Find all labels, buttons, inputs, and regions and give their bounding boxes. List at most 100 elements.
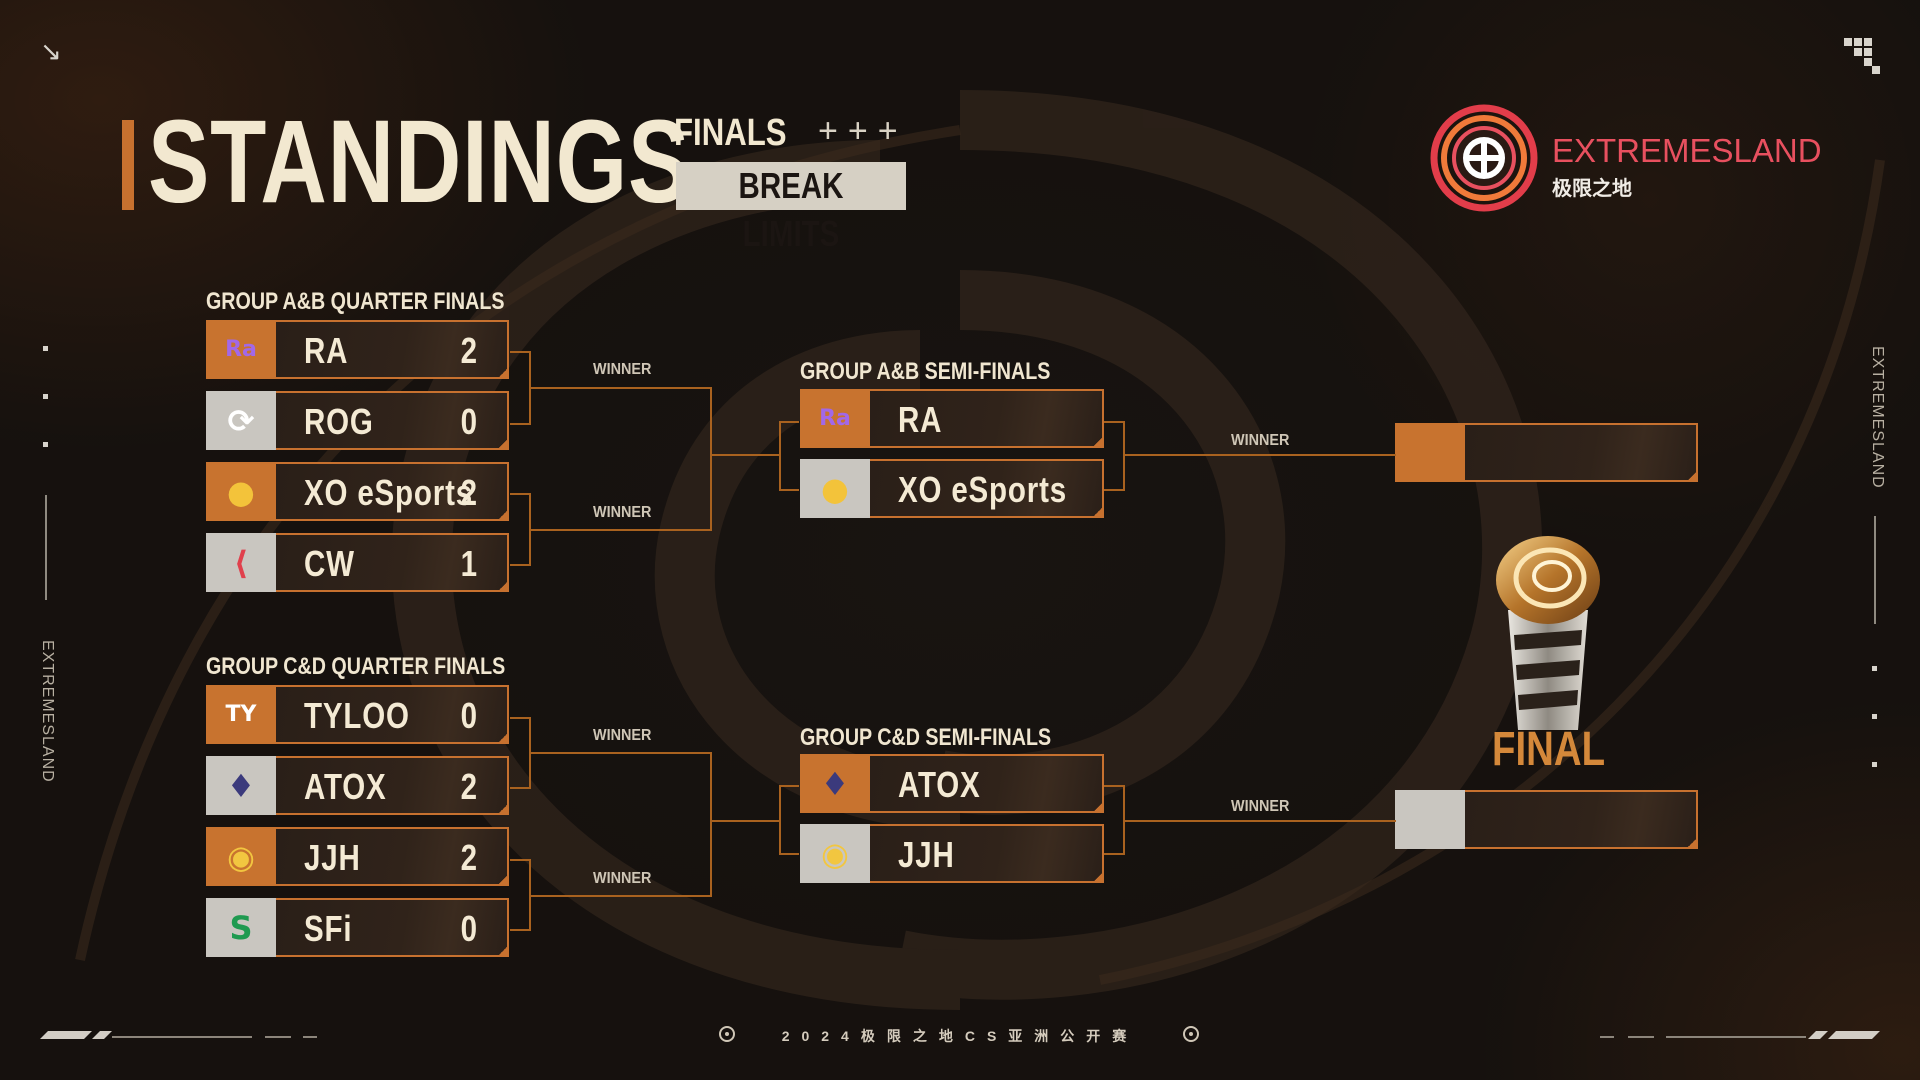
final-slot-bottom[interactable] [1395,790,1698,849]
team-name: TYLOO [304,695,410,736]
bracket-connector-line [779,421,799,423]
footer-line-right [1666,1036,1806,1038]
bracket-connector-line [510,717,530,719]
trophy-icon [1496,536,1600,730]
bracket-connector-line [1104,489,1124,491]
final-slot-top-bar [1465,423,1698,482]
team-bar: SFi 0 [276,898,509,957]
bracket-connector-line [1124,454,1396,456]
footer-line-left-2 [265,1036,291,1038]
bracket-connector-line [510,787,530,789]
brand-name: EXTREMESLAND [1552,132,1822,169]
team-row[interactable]: ♦ATOX [800,754,1104,813]
bracket-connector-line [510,859,530,861]
bracket-connector-line [1104,785,1124,787]
footer-target-icon [719,1026,735,1042]
tagline-badge: BREAK LIMITS [676,162,906,254]
bracket-connector-line [530,387,711,389]
team-name: SFi [304,908,353,949]
bracket-connector-line [779,489,799,491]
bracket-connector-line [779,421,781,491]
team-row[interactable]: TY TYLOO 0 [206,685,509,744]
bracket-connector-line [510,493,530,495]
team-name: ATOX [304,766,387,807]
right-side-line [1874,516,1876,624]
right-side-dots [1872,666,1878,810]
team-name: XO eSports [898,469,1067,510]
team-bar: XO eSports [870,459,1104,518]
bracket-connector-line [510,929,530,931]
atox-logo-icon: ♦ [206,756,276,815]
team-row[interactable]: ♦ ATOX 2 [206,756,509,815]
team-bar: RA 2 [276,320,509,379]
bracket-connector-line [510,351,530,353]
team-score: 0 [460,401,477,442]
footer-line-right-3 [1600,1036,1614,1038]
footer-line-left-3 [303,1036,317,1038]
winner-label: WINNER [593,361,652,378]
final-slot-bottom-bar [1465,790,1698,849]
team-name: RA [304,330,349,371]
rog-logo-icon: ⟳ [206,391,276,450]
final-label: FINAL [1492,723,1606,776]
team-row[interactable]: ● XO eSports [800,459,1104,518]
cd-semi-title: GROUP C&D SEMI-FINALS [800,724,1052,751]
team-score: 2 [460,837,477,878]
footer-line-left [112,1036,252,1038]
finals-label: FINALS [674,112,787,154]
sfi-logo-icon: S [206,898,276,957]
bracket-connector-line [1104,421,1124,423]
left-side-brand-text: EXTREMESLAND [39,640,56,783]
team-row[interactable]: ◉ JJH [800,824,1104,883]
xo-logo-icon: ● [800,459,870,518]
jjh-logo-icon: ◉ [206,827,276,886]
cw-logo-icon: ⟨ [206,533,276,592]
team-row[interactable]: ⟳ ROG 0 [206,391,509,450]
bracket-connector-line [710,454,780,456]
xo-logo-icon: ● [206,462,276,521]
team-bar: JJH [870,824,1104,883]
ab-semi-title: GROUP A&B SEMI-FINALS [800,358,1051,385]
bracket-connector-line [530,752,711,754]
team-bar: ROG 0 [276,391,509,450]
team-name: JJH [898,834,955,875]
bracket-connector-line [710,752,712,897]
bracket-connector-line [779,785,799,787]
team-bar: ATOX [870,754,1104,813]
final-slot-top[interactable] [1395,423,1698,482]
extremesland-logo-icon [1430,104,1538,212]
team-score: 2 [460,330,477,371]
bracket-connector-line [779,785,781,855]
ab-quarter-title: GROUP A&B QUARTER FINALS [206,288,505,315]
tyloo-logo-icon: TY [206,685,276,744]
team-row[interactable]: S SFi 0 [206,898,509,957]
bracket-connector-line [1104,853,1124,855]
team-score: 0 [460,908,477,949]
footer-line-right-2 [1628,1036,1654,1038]
team-row[interactable]: Ra RA 2 [206,320,509,379]
corner-grid-icon [1844,38,1880,74]
team-score: 2 [460,766,477,807]
team-name: CW [304,543,355,584]
bracket-connector-line [779,853,799,855]
team-score: 1 [460,543,477,584]
ra-logo-icon: Ra [206,320,276,379]
bracket-connector-line [710,387,712,531]
team-row[interactable]: ⟨ CW 1 [206,533,509,592]
jjh-logo-icon: ◉ [800,824,870,883]
team-score: 0 [460,695,477,736]
winner-label: WINNER [593,727,652,744]
team-name: XO eSports [304,472,473,513]
final-slot-top-tile [1395,423,1465,482]
winner-label: WINNER [593,504,652,521]
winner-label: WINNER [1231,798,1290,815]
team-name: ROG [304,401,374,442]
bracket-connector-line [710,820,780,822]
brand-name-cn: 极限之地 [1552,178,1632,200]
corner-arrow-icon: ↘ [40,36,62,66]
page-title: STANDINGS [148,96,691,228]
